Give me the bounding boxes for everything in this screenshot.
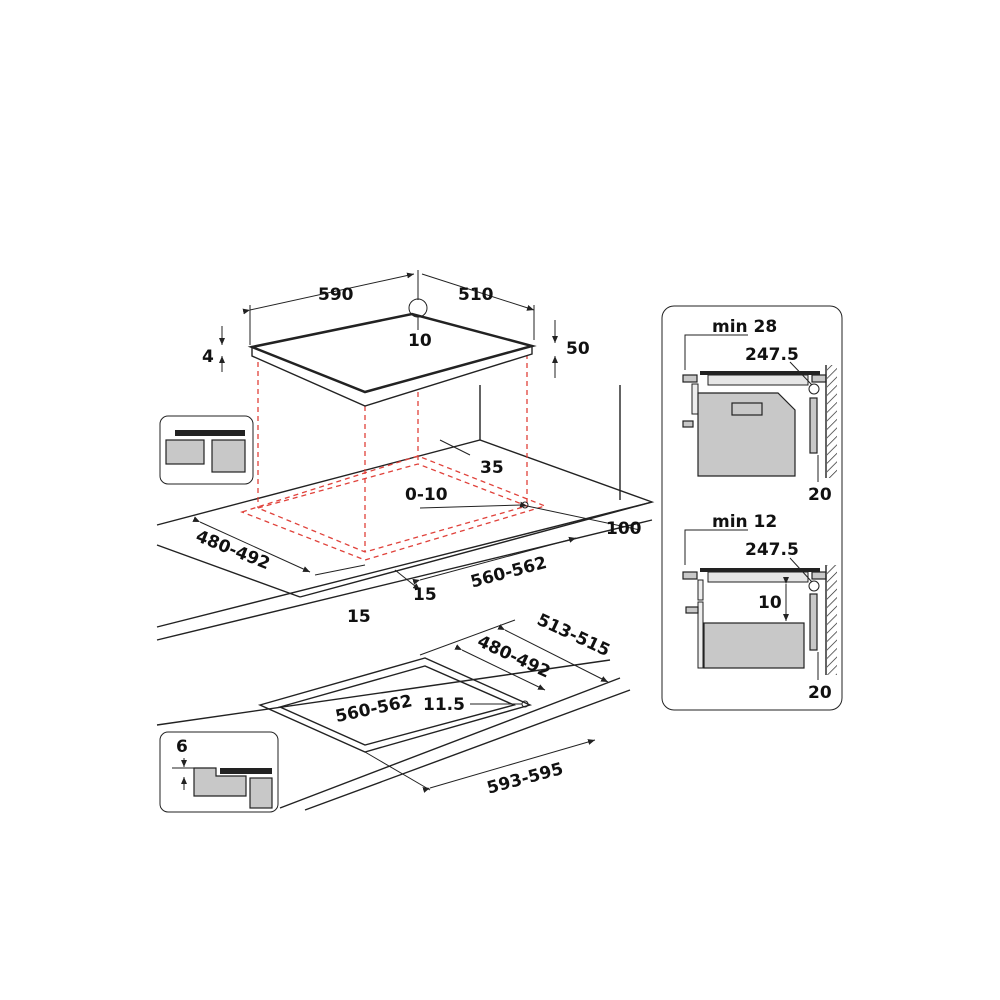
hob [247, 298, 537, 407]
size-label-top: 247.5 [745, 345, 799, 365]
cutout-depth-label: 480-492 [193, 526, 273, 574]
back-gap-label: 35 [480, 458, 504, 478]
hob-thickness-label: 50 [566, 339, 590, 359]
wall-gap-label-bottom: 20 [808, 683, 832, 703]
detail-circle [408, 298, 428, 318]
hob-width-label: 590 [318, 285, 354, 305]
oven-clearance-view: min 28 247.5 20 [682, 317, 837, 505]
min-label-top: min 28 [712, 317, 777, 337]
inset-depth-label: 6 [176, 737, 188, 757]
clearance-label: 0-10 [405, 485, 448, 505]
outer-width-label: 593-595 [485, 759, 566, 799]
hob-edge-label: 4 [202, 347, 214, 367]
drawer-gap-label: 10 [758, 593, 782, 613]
hob-depth-label: 510 [458, 285, 494, 305]
min-label-bottom: min 12 [712, 512, 777, 532]
cutout-width-label: 560-562 [468, 553, 549, 593]
size-label-bottom: 247.5 [745, 540, 799, 560]
glass-offset-label: 10 [408, 331, 432, 351]
outer-depth-label: 513-515 [534, 610, 613, 661]
inner-width-label: 560-562 [334, 691, 414, 727]
drawer-clearance-view: min 12 247.5 10 20 [682, 512, 837, 703]
surface-mount-inset [159, 415, 254, 485]
front-gap-a-label: 15 [347, 607, 371, 627]
side-gap-label: 100 [606, 519, 642, 539]
front-gap-b-label: 15 [413, 585, 437, 605]
flush-mount-inset: 6 [159, 731, 279, 813]
step-label: 11.5 [423, 695, 465, 715]
wall-gap-label-top: 20 [808, 485, 832, 505]
clearance-panel: min 28 247.5 20 min 12 247.5 [661, 305, 843, 711]
